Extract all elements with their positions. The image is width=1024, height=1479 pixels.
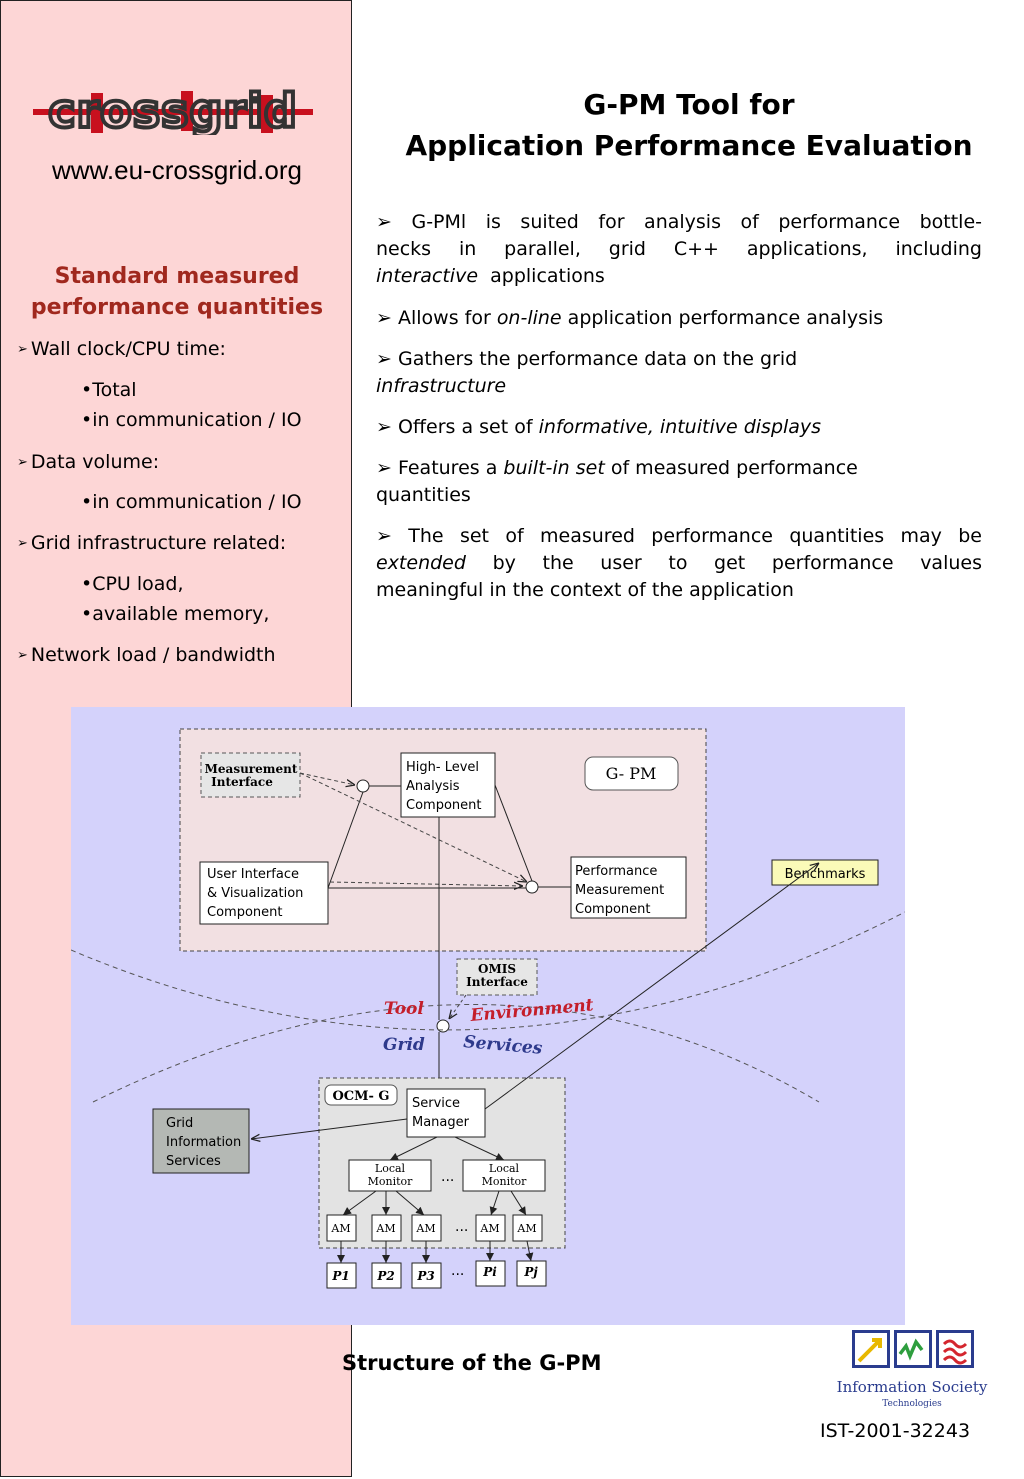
svg-text:Analysis: Analysis: [406, 779, 460, 794]
svg-text:Information: Information: [166, 1135, 241, 1150]
svg-text:Technologies: Technologies: [882, 1399, 942, 1409]
list-item: ➢Grid infrastructure related:: [17, 532, 287, 554]
arrow-bullet-icon: ➢: [17, 455, 28, 470]
crossgrid-logo: crossgrid: [33, 87, 313, 135]
benchmarks-label: Benchmarks: [785, 867, 866, 882]
list-item: •in communication / IO: [81, 409, 302, 431]
site-url[interactable]: www.eu-crossgrid.org: [52, 155, 302, 185]
svg-text:Interface: Interface: [466, 975, 528, 989]
tool-label: Tool: [384, 999, 424, 1019]
process-pi: Pi: [482, 1265, 497, 1279]
bullet-paragraph: ➢ Allows for on-line application perform…: [376, 307, 884, 329]
high-level-analysis-label: High- Level: [406, 760, 479, 775]
grid-label: Grid: [383, 1035, 425, 1055]
gpm-label: G- PM: [606, 764, 657, 783]
am-label: AM: [516, 1222, 536, 1235]
svg-text:Component: Component: [406, 798, 481, 813]
measurement-interface-label: Measurement: [205, 762, 298, 776]
sidebar-title: Standard measured performance quantities: [30, 264, 324, 320]
logo-text: crossgrid: [48, 87, 298, 135]
gpm-structure-diagram: Measurement Interface High- Level Analys…: [71, 707, 905, 1325]
list-item: ➢Network load / bandwidth: [17, 644, 276, 666]
svg-text:Component: Component: [575, 902, 650, 917]
list-item: ➢Data volume:: [17, 451, 160, 473]
svg-text:Component: Component: [207, 905, 282, 920]
list-item: •in communication / IO: [81, 491, 302, 513]
list-item: •available memory,: [81, 603, 270, 625]
list-item: ➢Wall clock/CPU time:: [17, 338, 226, 360]
arrow-bullet-icon: ➢: [17, 648, 28, 663]
ellipsis: ...: [455, 1219, 468, 1235]
bullet-paragraph: ➢ Gathers the performance data on the gr…: [376, 348, 798, 397]
arrow-bullet-icon: ➢: [17, 536, 28, 551]
am-label: AM: [330, 1222, 350, 1235]
list-item: •CPU load,: [81, 573, 184, 595]
list-item: •Total: [81, 379, 137, 401]
grid-information-services-label: Grid: [166, 1116, 193, 1131]
local-monitor-label: Local: [489, 1162, 520, 1175]
figure-caption: Structure of the G-PM: [342, 1351, 602, 1375]
bullet-paragraph: ➢ The set of measured performance quanti…: [376, 525, 982, 601]
project-id: IST-2001-32243: [820, 1420, 971, 1442]
svg-text:Measurement: Measurement: [575, 883, 664, 898]
ocm-g-label: OCM- G: [332, 1089, 389, 1104]
am-label: AM: [375, 1222, 395, 1235]
svg-text:Monitor: Monitor: [368, 1175, 414, 1188]
svg-text:Monitor: Monitor: [482, 1175, 528, 1188]
page-title: G-PM Tool for Application Performance Ev…: [405, 88, 973, 162]
ist-logo-text: Information Society: [837, 1378, 988, 1396]
svg-text:Manager: Manager: [412, 1115, 470, 1130]
process-pj: Pj: [523, 1265, 538, 1279]
ui-component-label: User Interface: [207, 867, 299, 882]
information-society-logo: Information Society Technologies: [837, 1330, 988, 1409]
omis-interface-label: OMIS: [478, 962, 516, 976]
service-manager-label: Service: [412, 1096, 460, 1111]
am-label: AM: [479, 1222, 499, 1235]
bullet-paragraph: ➢ G-PMl is suited for analysis of perfor…: [376, 211, 982, 287]
bullet-paragraph: ➢ Features a built-in set of measured pe…: [376, 457, 858, 506]
local-monitor-label: Local: [375, 1162, 406, 1175]
process-p2: P2: [376, 1269, 394, 1283]
bullet-paragraph: ➢ Offers a set of informative, intuitive…: [376, 416, 822, 438]
performance-measurement-label: Performance: [575, 864, 657, 879]
arrow-bullet-icon: ➢: [17, 342, 28, 357]
svg-text:Services: Services: [166, 1154, 221, 1169]
ellipsis: ...: [451, 1263, 464, 1279]
am-label: AM: [415, 1222, 435, 1235]
process-p3: P3: [416, 1269, 434, 1283]
process-p1: P1: [331, 1269, 349, 1283]
ellipsis: ...: [441, 1169, 454, 1185]
svg-text:& Visualization: & Visualization: [207, 886, 303, 901]
svg-text:Interface: Interface: [211, 775, 273, 789]
